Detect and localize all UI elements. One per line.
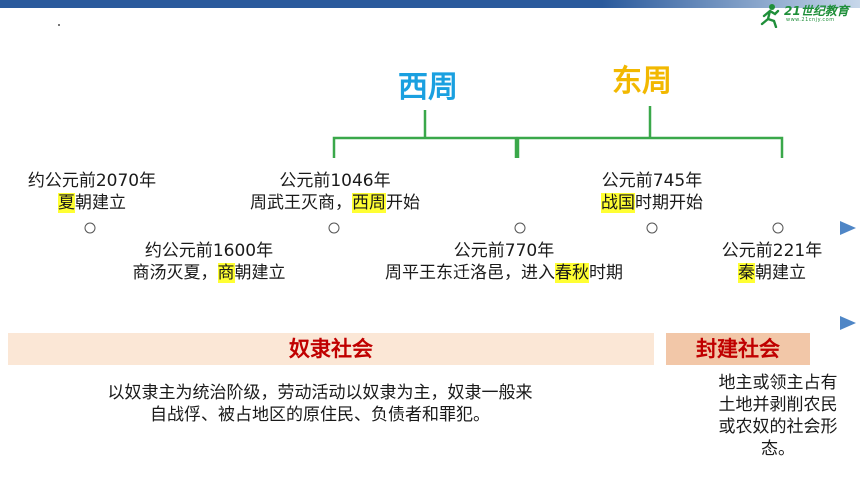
event-desc: 夏朝建立 <box>58 193 126 213</box>
timeline-node-qin <box>772 222 784 234</box>
event-highlight: 战国 <box>601 193 635 213</box>
society-arrowhead <box>840 316 856 330</box>
event-desc: 周武王灭商，西周开始 <box>250 193 420 213</box>
slave-society-description: 以奴隶主为统治阶级，劳动活动以奴隶为主，奴隶一般来 自战俘、被占地区的原住民、负… <box>107 383 533 425</box>
timeline-node-warring-states <box>646 222 658 234</box>
era-eastern-zhou: 东周 <box>612 64 672 99</box>
event-date: 约公元前2070年 <box>27 171 157 191</box>
event-warring-states: 公元前745年 战国时期开始 <box>580 170 724 214</box>
event-highlight: 夏 <box>58 193 75 213</box>
logo-text: 21世纪教育 <box>784 4 849 18</box>
event-desc: 商汤灭夏，商朝建立 <box>132 263 286 283</box>
event-xia: 约公元前2070年 夏朝建立 <box>14 170 170 214</box>
logo-url: www.21cnjy.com <box>786 17 835 23</box>
event-western-zhou: 公元前1046年 周武王灭商，西周开始 <box>222 170 448 214</box>
stray-dot <box>58 24 60 26</box>
timeline-node-spring-autumn <box>514 222 526 234</box>
feudal-society-description: 地主或领主占有 土地并剥削农民 或农奴的社会形 态。 <box>718 373 838 459</box>
event-date: 公元前1046年 <box>279 171 391 191</box>
timeline-arrowhead <box>840 221 856 235</box>
era-western-zhou: 西周 <box>398 70 458 105</box>
event-desc: 秦朝建立 <box>738 263 806 283</box>
slave-society-band: 奴隶社会 <box>8 333 654 365</box>
western-zhou-bracket <box>332 110 518 158</box>
event-shang: 约公元前1600年 商汤灭夏，商朝建立 <box>104 240 314 284</box>
event-highlight: 西周 <box>352 193 386 213</box>
event-date: 约公元前1600年 <box>144 241 274 261</box>
site-logo: 21世纪教育 www.21cnjy.com <box>758 2 854 28</box>
timeline-node-western-zhou <box>328 222 340 234</box>
timeline-node-xia <box>84 222 96 234</box>
event-spring-autumn: 公元前770年 周平王东迁洛邑，进入春秋时期 <box>344 240 664 284</box>
event-date: 公元前770年 <box>453 241 555 261</box>
eastern-zhou-bracket <box>516 106 784 158</box>
event-highlight: 商 <box>217 263 235 283</box>
event-desc: 周平王东迁洛邑，进入春秋时期 <box>385 263 623 283</box>
feudal-society-band: 封建社会 <box>666 333 810 365</box>
event-date: 公元前745年 <box>601 171 703 191</box>
event-date: 公元前221年 <box>721 241 823 261</box>
event-highlight: 春秋 <box>555 263 589 283</box>
event-highlight: 秦 <box>738 263 755 283</box>
event-qin: 公元前221年 秦朝建立 <box>704 240 840 284</box>
runner-icon <box>760 4 780 28</box>
top-accent-bar <box>0 0 860 8</box>
event-desc: 战国时期开始 <box>601 193 703 213</box>
